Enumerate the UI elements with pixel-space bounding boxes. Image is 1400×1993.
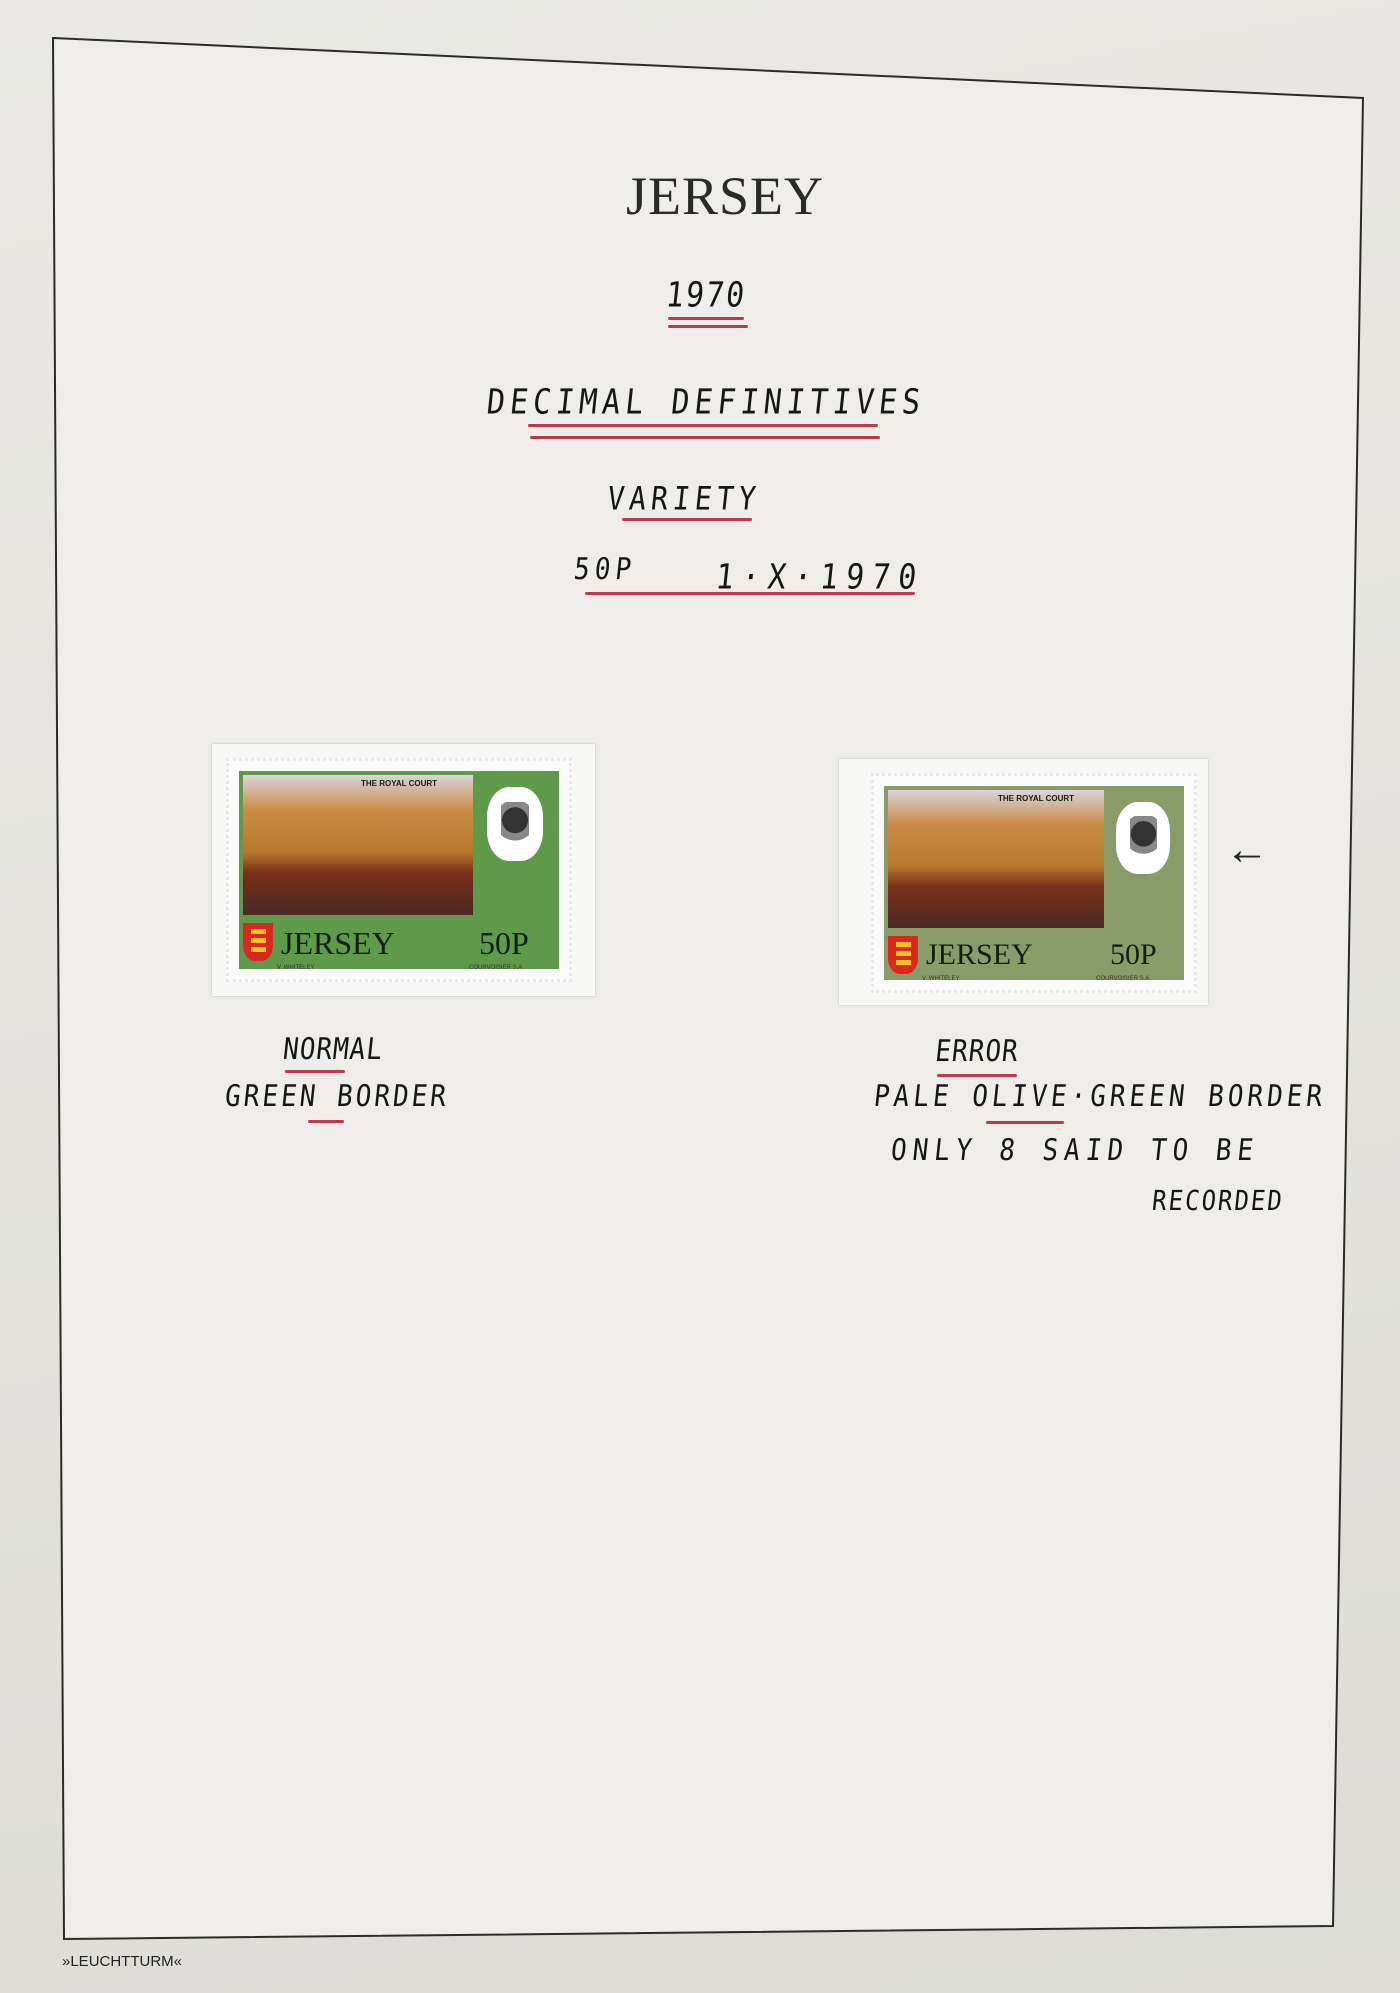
red-underline: [530, 436, 880, 439]
red-underline: [668, 325, 748, 328]
stamp-mount-error: THE ROYAL COURT JERSEY 50P V. WHITELEY C…: [839, 759, 1208, 1005]
printer-imprint: COURVOISIER S.A.: [469, 965, 524, 971]
stamp-normal: THE ROYAL COURT JERSEY 50P V. WHITELEY C…: [226, 758, 572, 982]
royal-court-scene: [243, 775, 473, 915]
variety-heading: VARIETY: [605, 479, 763, 518]
designer-imprint: V. WHITELEY: [277, 965, 315, 971]
stamp-value: 50P: [1110, 938, 1157, 971]
jersey-arms: [243, 923, 273, 961]
printer-imprint: COURVOISIER S.A.: [1096, 976, 1151, 982]
stamp-country: JERSEY: [281, 925, 395, 961]
designer-imprint: V. WHITELEY: [922, 976, 960, 982]
stamp-caption: THE ROYAL COURT: [998, 794, 1075, 803]
red-underline: [668, 317, 744, 320]
note-normal-title: NORMAL: [281, 1032, 385, 1068]
note-error-line-3: RECORDED: [1150, 1184, 1286, 1218]
stamp-caption: THE ROYAL COURT: [361, 779, 438, 788]
note-error-title: ERROR: [933, 1034, 1021, 1070]
stamp-country: JERSEY: [926, 938, 1033, 971]
set-heading: DECIMAL DEFINITIVES: [484, 382, 928, 423]
red-underline: [622, 518, 752, 521]
queen-portrait: [487, 787, 543, 861]
stamp-error: THE ROYAL COURT JERSEY 50P V. WHITELEY C…: [871, 773, 1197, 993]
royal-court-scene: [888, 790, 1104, 928]
red-underline: [585, 592, 915, 595]
album-brand: »LEUCHTTURM«: [62, 1953, 183, 1970]
page-title: JERSEY: [625, 166, 825, 226]
value-label: 50P: [572, 552, 638, 588]
red-underline: [285, 1070, 345, 1073]
red-underline: [308, 1120, 344, 1123]
note-error-line-2: ONLY 8 SAID TO BE: [889, 1133, 1261, 1169]
red-underline: [986, 1121, 1064, 1124]
red-underline: [937, 1074, 1017, 1077]
queen-portrait: [1116, 802, 1170, 874]
jersey-arms: [888, 936, 918, 974]
red-underline: [528, 424, 878, 427]
stamp-value: 50P: [479, 925, 529, 961]
note-normal-line: GREEN BORDER: [223, 1079, 451, 1115]
arrow-icon: ←: [1225, 825, 1269, 874]
note-error-line-1: PALE OLIVE·GREEN BORDER: [872, 1079, 1328, 1115]
year-heading: 1970: [663, 275, 749, 316]
stamp-mount-normal: THE ROYAL COURT JERSEY 50P V. WHITELEY C…: [212, 744, 595, 996]
